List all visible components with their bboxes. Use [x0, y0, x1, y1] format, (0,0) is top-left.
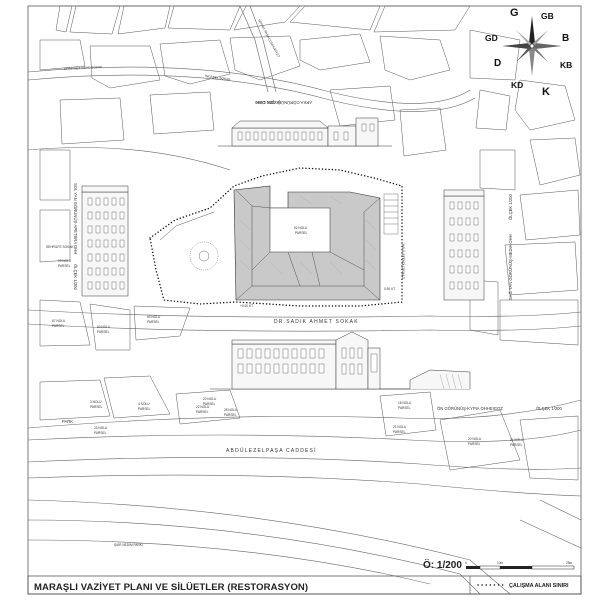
- park-label: PARK: [62, 419, 73, 424]
- main-parcel-label-1: 92 NOLU: [294, 226, 308, 230]
- left-elevation: [81, 185, 129, 297]
- drawing-scale: Ö: 1/200: [423, 560, 462, 571]
- main-site-plan: [149, 167, 403, 307]
- compass-label-d: D: [494, 58, 501, 69]
- parcel-3-label-2: PARSEL: [90, 405, 103, 409]
- compass-label-gb: GB: [541, 11, 554, 21]
- parcel-23-label-1: 23 NOLU: [94, 426, 108, 430]
- drawing-title: MARAŞLI VAZİYET PLANI VE SİLÜETLER (REST…: [34, 582, 309, 593]
- compass-label-k: K: [542, 86, 550, 98]
- parcel-24-label-1: 24 NOLU: [510, 438, 524, 442]
- scale-bar-label-25: 25m: [566, 561, 573, 565]
- parcel-18-label-1: 18 NOLU: [398, 401, 412, 405]
- parcel-19-label-2: PARSEL: [58, 264, 71, 268]
- compass-rose: [502, 16, 562, 76]
- parcel-20a-label-2: PARSEL: [203, 402, 216, 406]
- parcel-23-label-2: PARSEL: [94, 431, 107, 435]
- street-label-dr-sadik: DR.SADIK AHMET SOKAK: [274, 319, 359, 325]
- parcel-20a-label-1: 20 NOLU: [203, 397, 217, 401]
- parcel-21-label-1: 21 NOLU: [393, 425, 407, 429]
- parcel-20b-label-1: 20 NOLU: [468, 437, 482, 441]
- front-elevation-title: ÖN GÖRÜNÜŞ-KYPIA OHHEIGOZ: [437, 406, 503, 411]
- left-elevation-scale: ÖLÇEK 1/200: [73, 264, 78, 291]
- right-elevation: [443, 189, 485, 301]
- courtyard: [269, 207, 331, 253]
- front-elevation: [210, 331, 471, 390]
- parcel-22-label-2: PARSEL: [196, 410, 209, 414]
- compass-label-kb: KB: [560, 60, 572, 70]
- left-elevation-title: SOL YAN GÖRÜNÜŞ-APETERA OHH: [73, 183, 78, 254]
- top-roads: [27, 5, 582, 332]
- parcel-21-label-2: PARSEL: [393, 430, 406, 434]
- parcel-28-label-1: 28 NOLU: [224, 408, 238, 412]
- garden-fountain: [189, 241, 219, 271]
- parcel-28-label-2: PARSEL: [224, 413, 237, 417]
- compass-label-gd: GD: [485, 33, 498, 43]
- compass-label-g: G: [510, 7, 519, 19]
- parcel-4-label-2: PARSEL: [138, 407, 151, 411]
- front-elevation-scale: ÖLÇEK 1/200: [536, 406, 563, 411]
- title-bar-frame: [27, 575, 582, 595]
- parcel-22-label-1: 22 NOLU: [196, 405, 210, 409]
- parcel-4-label-1: 4 NOLU: [138, 402, 150, 406]
- main-parcel-label-2: PARSEL: [295, 231, 308, 235]
- parcel-20b-label-2: PARSEL: [468, 442, 481, 446]
- level-label-b: 0.50 KT: [384, 287, 395, 291]
- level-label-a: +0.00 KT: [240, 304, 253, 308]
- parcel-67-label-1: 67 NOLU: [52, 319, 66, 323]
- parcel-67-label-2: PARSEL: [52, 324, 65, 328]
- right-elevation-scale: ÖLÇEK 1/200: [508, 193, 513, 220]
- parcel-24-label-2: PARSEL: [510, 443, 523, 447]
- street-label-abdulezel: ABDÜLEZELPAŞA CADDESİ: [226, 447, 317, 454]
- compass-label-b: B: [562, 33, 569, 44]
- parcel-63-label-1: 63 NOLU: [147, 315, 161, 319]
- side-wall-label: HALİL EFENDİ ÇIKMAZI: [401, 244, 406, 279]
- parcel-19-label-1: 19 NOLU: [58, 259, 72, 263]
- legend-label: ÇALIŞMA ALANI SINIRI: [509, 583, 569, 589]
- compass-label-kd: KD: [511, 80, 523, 90]
- work-area-boundary: [149, 167, 403, 307]
- top-parcels: [39, 5, 581, 346]
- lower-roads: [27, 399, 582, 595]
- street-label-sair-nedim: ŞAİR NEDİM PARKI: [114, 542, 143, 547]
- right-elevation-title: SAĞ YAN GÖRÜNÜŞ-MEDIA OHH: [508, 234, 513, 300]
- parcel-60-label-2: PARSEL: [97, 330, 110, 334]
- street-label-incebel: İNCEBEL SOKAK: [205, 73, 232, 82]
- parcel-60-label-1: 60 NOLU: [97, 325, 111, 329]
- scale-bar-label-0: 0: [465, 561, 467, 565]
- rear-elevation: [218, 117, 392, 147]
- scale-bar: [466, 565, 575, 570]
- rear-elevation-scale: ÖLÇEK 1/200: [254, 100, 281, 105]
- lower-parcels: [39, 375, 579, 481]
- parcel-63-label-2: PARSEL: [147, 320, 160, 324]
- rear-elevation-title: ARKA GÖRÜNÜŞ-YIDD OHH: [256, 100, 312, 105]
- street-label-top-sokak: ORALI SET CEYO SOKAK: [64, 65, 103, 71]
- scale-bar-label-10: 10m: [497, 561, 504, 565]
- parcel-3-label-1: 3 NOLU: [90, 400, 102, 404]
- middle-left-parcels: [39, 299, 191, 351]
- street-label-diagonal: MİTHAT PAŞA CUMHURİYET: [257, 18, 281, 58]
- street-label-sehrilfe: SEHRİLFE SOKAK: [46, 244, 74, 249]
- parcel-18-label-2: PARSEL: [398, 406, 411, 410]
